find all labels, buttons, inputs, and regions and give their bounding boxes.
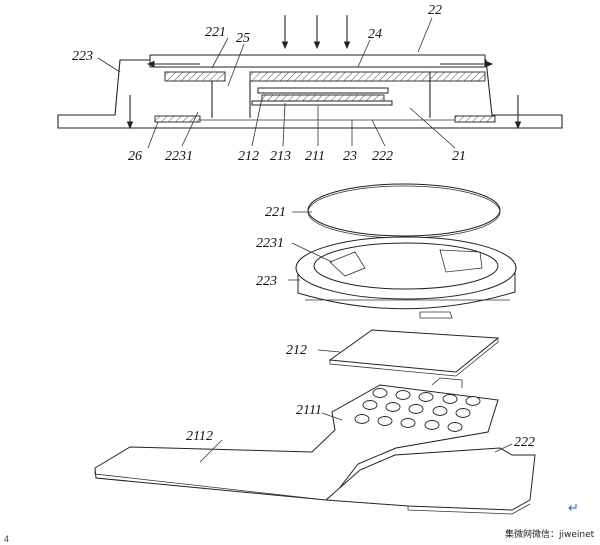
label-25: 25 [236,31,250,46]
exploded-leader-lines [199,211,513,463]
label-exp-2231: 2231 [256,236,284,251]
label-23: 23 [343,149,357,164]
label-26: 26 [128,149,142,164]
sensor-substrate [251,100,393,106]
label-2231: 2231 [165,149,193,164]
top-plate [149,54,486,68]
chip-212 [328,329,500,373]
label-21: 21 [452,149,466,164]
cross-section-view: 22 221 25 24 223 26 2231 212 213 211 23 … [57,3,563,164]
label-exp-2111: 2111 [296,403,322,418]
label-exp-222: 222 [514,435,535,450]
label-222: 222 [372,149,393,164]
flex-circuit [94,377,536,515]
label-22: 22 [428,3,442,18]
top-hatch-left [164,71,226,82]
page-marker: 4 [4,534,9,544]
top-hatch-center [249,71,431,82]
label-exp-223: 223 [256,274,277,289]
label-exp-212: 212 [286,343,307,358]
base-hatch-left [154,115,201,123]
top-hatch-right [429,71,486,82]
label-exp-221: 221 [265,205,286,220]
watermark: 集微网微信：jiweinet [505,528,595,540]
label-exp-2112: 2112 [186,429,213,444]
sensor-die [261,94,385,102]
label-221: 221 [205,25,226,40]
label-212: 212 [238,149,259,164]
label-211: 211 [305,149,325,164]
label-24: 24 [368,27,382,42]
exploded-view: 221 2231 223 212 2111 2112 222 [94,183,536,515]
label-223: 223 [72,49,93,64]
sensor-cover [257,87,389,94]
ring-frame-223 [295,236,517,319]
contact-pads [354,388,481,432]
label-213: 213 [270,149,291,164]
return-symbol: ↵ [568,501,579,516]
top-leader-lines [97,17,456,149]
base-hatch-right [454,115,496,123]
chip-212-edge [329,338,499,377]
disc-221 [307,183,501,237]
